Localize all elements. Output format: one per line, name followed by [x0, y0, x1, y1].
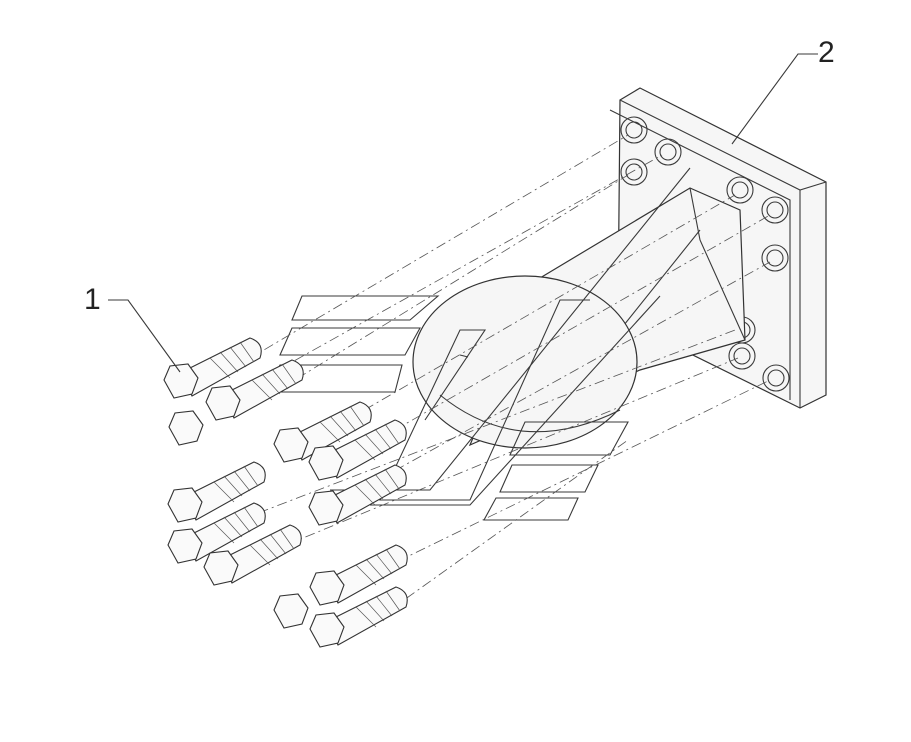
bolt	[167, 502, 266, 564]
bolt	[205, 359, 304, 421]
bolt	[309, 586, 408, 648]
flange-bracket-part	[264, 87, 827, 521]
bolt	[203, 524, 302, 586]
bolt	[309, 544, 408, 606]
leader-line-1	[108, 299, 181, 373]
bolt	[273, 401, 372, 463]
alignment-lines	[229, 134, 771, 611]
bolt	[308, 464, 407, 526]
bolt-set-part	[163, 337, 408, 648]
leader-line-2	[731, 53, 818, 145]
bolt	[163, 337, 262, 399]
callout-label-2: 2	[818, 36, 835, 69]
bolt	[308, 419, 407, 481]
bolt	[273, 593, 309, 629]
callout-label-1: 1	[84, 283, 101, 316]
bolt	[167, 461, 266, 523]
bolt	[168, 410, 204, 446]
